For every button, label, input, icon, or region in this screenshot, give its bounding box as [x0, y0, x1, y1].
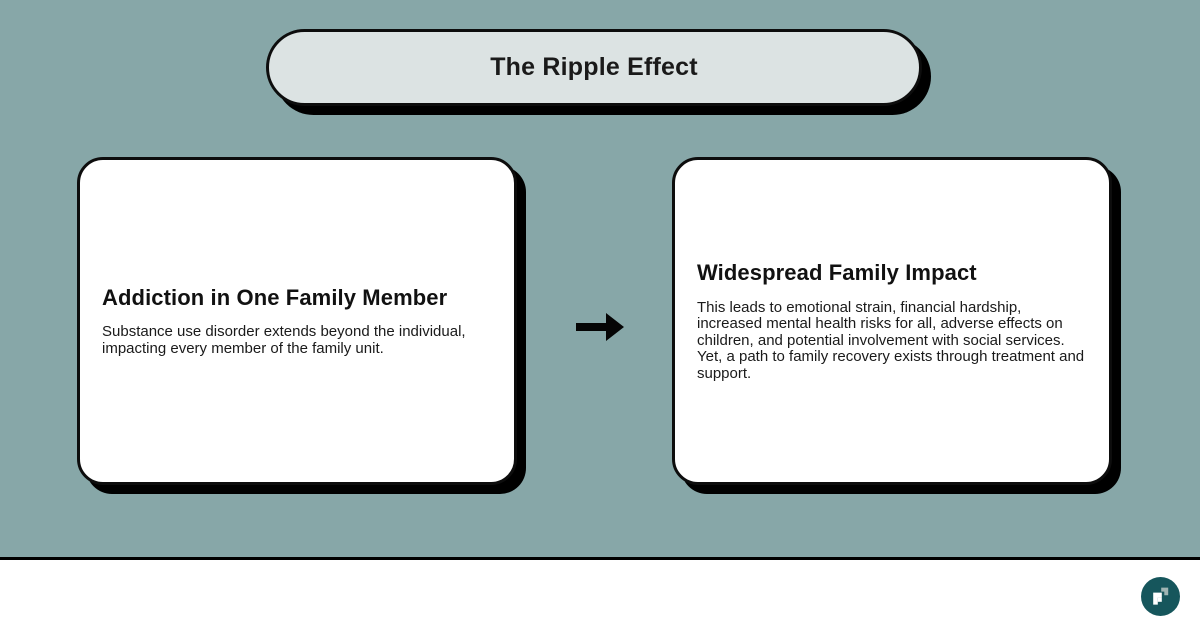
- brand-logo-icon[interactable]: [1141, 577, 1180, 616]
- flow-card-heading: Widespread Family Impact: [697, 259, 977, 285]
- flow-card-effect: Widespread Family Impact This leads to e…: [672, 157, 1112, 485]
- arrow-right-icon: [560, 297, 640, 357]
- flow-card-body: Substance use disorder extends beyond th…: [102, 323, 466, 357]
- flow-card-body: This leads to emotional strain, financia…: [697, 298, 1085, 382]
- flow-card-heading: Addiction in One Family Member: [102, 284, 448, 310]
- flow-row: Addiction in One Family Member Substance…: [0, 157, 1200, 497]
- page-title: The Ripple Effect: [490, 52, 698, 81]
- footer-bar: [0, 563, 1200, 630]
- title-pill: The Ripple Effect: [266, 29, 922, 106]
- slide-canvas: The Ripple Effect Addiction in One Famil…: [0, 0, 1200, 560]
- flow-card-cause: Addiction in One Family Member Substance…: [77, 157, 517, 485]
